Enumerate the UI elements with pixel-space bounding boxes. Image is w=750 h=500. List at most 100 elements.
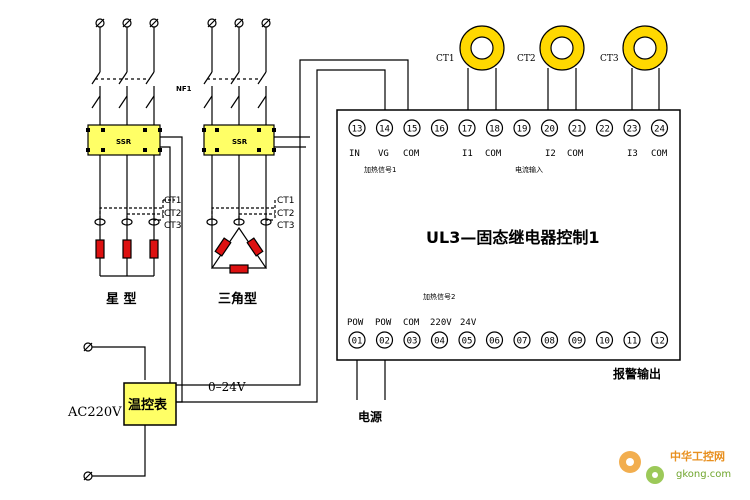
delta-ssr-label: SSR [232,138,248,146]
top-terminal-circle [568,119,586,137]
top-terminal-number: 22 [599,125,610,135]
top-terminal-number: 14 [379,125,390,135]
alarm-output-label: 报警输出 [613,366,661,381]
top-terminal-circle [485,119,504,137]
ac-terminals [83,342,93,481]
bottom-terminal-number: 12 [654,337,665,347]
ct1-ring-label: CT1 [436,54,455,64]
delta-breaker [203,71,267,125]
delta-ct1-label: CT1 [277,196,295,206]
bottom-terminal-circle [540,331,559,349]
bottom-terminal-circle [568,331,586,349]
top-terminal-number: 19 [517,125,528,135]
bottom-terminal-number: 07 [517,337,528,347]
bottom-terminal-number: 05 [462,337,473,347]
ac220v-label: AC220V [67,405,122,420]
temperature-controller-box [123,382,177,426]
delta-terminals [207,18,271,28]
bottom-terminal-number: 06 [489,337,500,347]
label-24v: 24V [460,318,477,328]
label-220v: 220V [430,318,452,328]
star-breaker [91,71,155,125]
label-com-1: COM [403,149,420,159]
bottom-terminal-number: 04 [434,337,445,347]
top-terminal-number: 17 [462,125,473,135]
top-terminal-number: 20 [544,125,555,135]
top-terminal-circle [513,119,531,137]
star-branch [86,18,175,277]
bottom-terminal-circle [650,331,669,349]
label-pow-2: POW [375,318,392,328]
bottom-terminal-number: 09 [572,337,583,347]
top-terminal-number: 15 [407,125,418,135]
star-heater-3 [149,239,159,259]
top-terminal-number: 24 [654,125,665,135]
nf1-label: NF1 [176,85,192,93]
label-com-2: COM [485,149,502,159]
bottom-terminal-circle [595,331,614,349]
star-ct-loops [94,199,175,226]
delta-type-label: 三角型 [218,291,257,307]
watermark-gear-icon [619,451,664,484]
label-i2: I2 [545,149,556,159]
top-terminal-circle [540,119,559,137]
bottom-terminal-circle [485,331,504,349]
top-terminal-circle [458,119,476,137]
top-terminal-number: 23 [627,125,638,135]
bottom-terminal-circle [430,331,449,349]
label-in: IN [349,149,360,159]
heating-signal-2-label: 加热信号2 [423,292,455,301]
top-terminal-number: 13 [352,125,363,135]
top-terminal-circle [650,119,669,137]
label-vg: VG [378,149,389,159]
star-heater-2 [122,239,132,259]
bottom-terminal-number: 03 [407,337,418,347]
delta-branch [202,18,276,274]
top-terminal-circle [623,119,641,137]
star-terminals [95,18,159,28]
module-title: UL3—固态继电器控制1 [426,228,599,247]
label-i1: I1 [462,149,473,159]
top-terminal-number: 16 [434,125,445,135]
bottom-terminal-circle [375,331,394,349]
bottom-terminal-circle [458,331,476,349]
signal-wiring [92,59,661,477]
delta-ct2-label: CT2 [277,209,295,219]
top-terminal-circle [595,119,614,137]
ul3-module [336,109,681,361]
bottom-terminal-circle [623,331,641,349]
bottom-terminal-circle [513,331,531,349]
bottom-terminal-number: 02 [379,337,390,347]
power-label: 电源 [358,409,382,424]
delta-heater-1 [214,237,232,257]
star-ssr-label: SSR [116,138,132,146]
star-ssr-box [87,124,161,156]
star-ct1-label: CT1 [164,196,182,206]
controller-label: 温控表 [128,397,168,413]
top-terminal-circle [430,119,449,137]
bottom-terminal-circle [403,331,421,349]
label-com-3: COM [567,149,584,159]
delta-ct-loops [206,200,276,226]
label-i3: I3 [627,149,638,159]
ct2-ring-label: CT2 [517,54,536,64]
delta-heater-3 [229,264,249,274]
star-ct2-label: CT2 [164,209,182,219]
heating-signal-1-label: 加热信号1 [364,165,396,174]
bottom-terminal-number: 01 [352,337,363,347]
star-ct3-label: CT3 [164,221,182,231]
label-com-4: COM [651,149,668,159]
watermark: 中华工控网 gkong.com [619,449,731,484]
output-range-label: 0–24V [208,380,246,394]
watermark-url: gkong.com [676,469,731,480]
label-com-bottom: COM [403,318,420,328]
bottom-terminal-number: 08 [544,337,555,347]
star-heater-1 [95,239,105,259]
bottom-terminal-circle [348,331,366,349]
top-terminal-circle [348,119,366,137]
ct-rings [459,25,668,118]
